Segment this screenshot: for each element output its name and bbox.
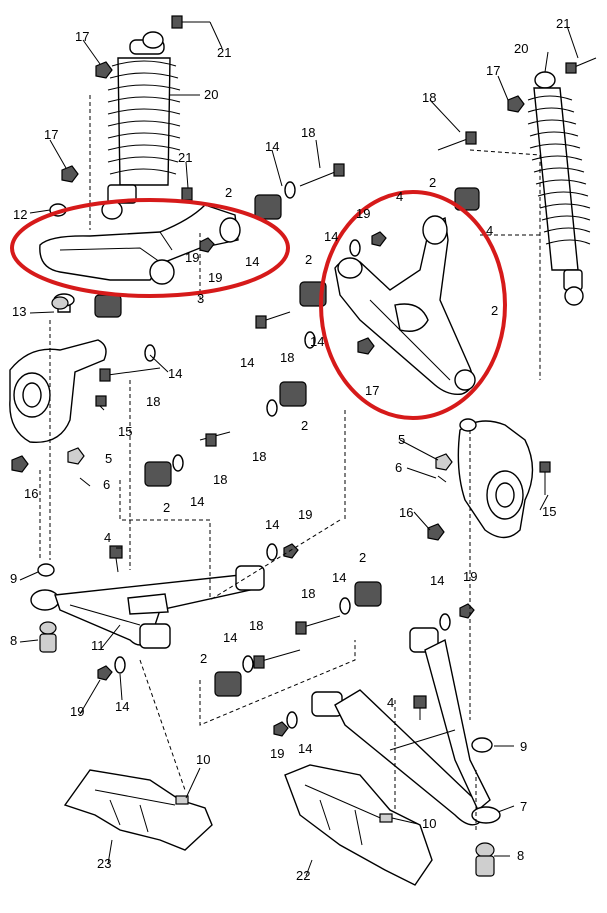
callout-16: 16 [24, 486, 38, 501]
callout-17: 17 [365, 383, 379, 398]
callout-14: 14 [265, 139, 279, 154]
hardware [11, 15, 597, 877]
callout-14: 14 [115, 699, 129, 714]
callout-18: 18 [146, 394, 160, 409]
callout-18: 18 [252, 449, 266, 464]
callout-21: 21 [178, 150, 192, 165]
callout-14: 14 [324, 229, 338, 244]
callout-19: 19 [270, 746, 284, 761]
leader-lines-lower [19, 439, 549, 877]
highlight-upper-right-arm [319, 190, 507, 420]
callout-4: 4 [104, 530, 111, 545]
assembly-guide-lines [39, 95, 541, 830]
callout-12: 12 [13, 207, 27, 222]
leader-lines [29, 21, 579, 373]
callout-18: 18 [249, 618, 263, 633]
callout-18: 18 [213, 472, 227, 487]
lower-right-a-arm[interactable] [311, 627, 501, 826]
callout-15: 15 [118, 424, 132, 439]
callout-19: 19 [208, 270, 222, 285]
callout-2: 2 [301, 418, 308, 433]
callout-4: 4 [396, 189, 403, 204]
callout-14: 14 [430, 573, 444, 588]
callout-4: 4 [387, 695, 394, 710]
callout-18: 18 [422, 90, 436, 105]
callout-2: 2 [429, 175, 436, 190]
callout-10: 10 [196, 752, 210, 767]
left-skid-plate[interactable] [63, 769, 213, 851]
right-skid-plate[interactable] [284, 764, 433, 886]
callout-13: 13 [12, 304, 26, 319]
callout-2: 2 [359, 550, 366, 565]
callout-6: 6 [103, 477, 110, 492]
callout-9: 9 [10, 571, 17, 586]
callout-20: 20 [514, 41, 528, 56]
callout-19: 19 [356, 206, 370, 221]
callout-21: 21 [217, 45, 231, 60]
callout-18: 18 [301, 586, 315, 601]
callout-17: 17 [486, 63, 500, 78]
callout-22: 22 [296, 868, 310, 883]
callout-7: 7 [520, 799, 527, 814]
callout-14: 14 [190, 494, 204, 509]
callout-8: 8 [517, 848, 524, 863]
callout-5: 5 [105, 451, 112, 466]
callout-2: 2 [225, 185, 232, 200]
lower-left-a-arm[interactable] [30, 565, 265, 649]
callout-14: 14 [332, 570, 346, 585]
callout-21: 21 [556, 16, 570, 31]
callout-10: 10 [422, 816, 436, 831]
callout-14: 14 [168, 366, 182, 381]
callout-14: 14 [265, 517, 279, 532]
upper-left-a-arm[interactable] [39, 204, 241, 285]
callout-3: 3 [197, 291, 204, 306]
callout-19: 19 [463, 569, 477, 584]
left-shock-absorber[interactable] [101, 31, 181, 220]
callout-19: 19 [185, 250, 199, 265]
callout-19: 19 [70, 704, 84, 719]
callout-6: 6 [395, 460, 402, 475]
callout-labels: 17 21 20 17 21 14 18 12 2 19 19 14 3 13 … [10, 16, 570, 883]
callout-8: 8 [10, 633, 17, 648]
highlight-upper-left-arm [10, 198, 290, 298]
callout-9: 9 [520, 739, 527, 754]
callout-14: 14 [240, 355, 254, 370]
callout-14: 14 [298, 741, 312, 756]
callout-20: 20 [204, 87, 218, 102]
right-knuckle[interactable] [457, 418, 534, 539]
callout-14: 14 [245, 254, 259, 269]
callout-17: 17 [75, 29, 89, 44]
left-knuckle[interactable] [9, 293, 107, 444]
callout-11: 11 [91, 638, 105, 653]
callout-18: 18 [280, 350, 294, 365]
callout-4: 4 [486, 223, 493, 238]
callout-2: 2 [200, 651, 207, 666]
upper-right-a-arm[interactable] [334, 215, 476, 395]
callout-2: 2 [491, 303, 498, 318]
callout-5: 5 [398, 432, 405, 447]
right-shock-absorber[interactable] [527, 71, 591, 306]
callout-23: 23 [97, 856, 111, 871]
callout-2: 2 [305, 252, 312, 267]
callout-14: 14 [223, 630, 237, 645]
callout-2: 2 [163, 500, 170, 515]
callout-14: 14 [310, 334, 324, 349]
callout-16: 16 [399, 505, 413, 520]
callout-18: 18 [301, 125, 315, 140]
callout-19: 19 [298, 507, 312, 522]
callout-15: 15 [542, 504, 556, 519]
callout-17: 17 [44, 127, 58, 142]
